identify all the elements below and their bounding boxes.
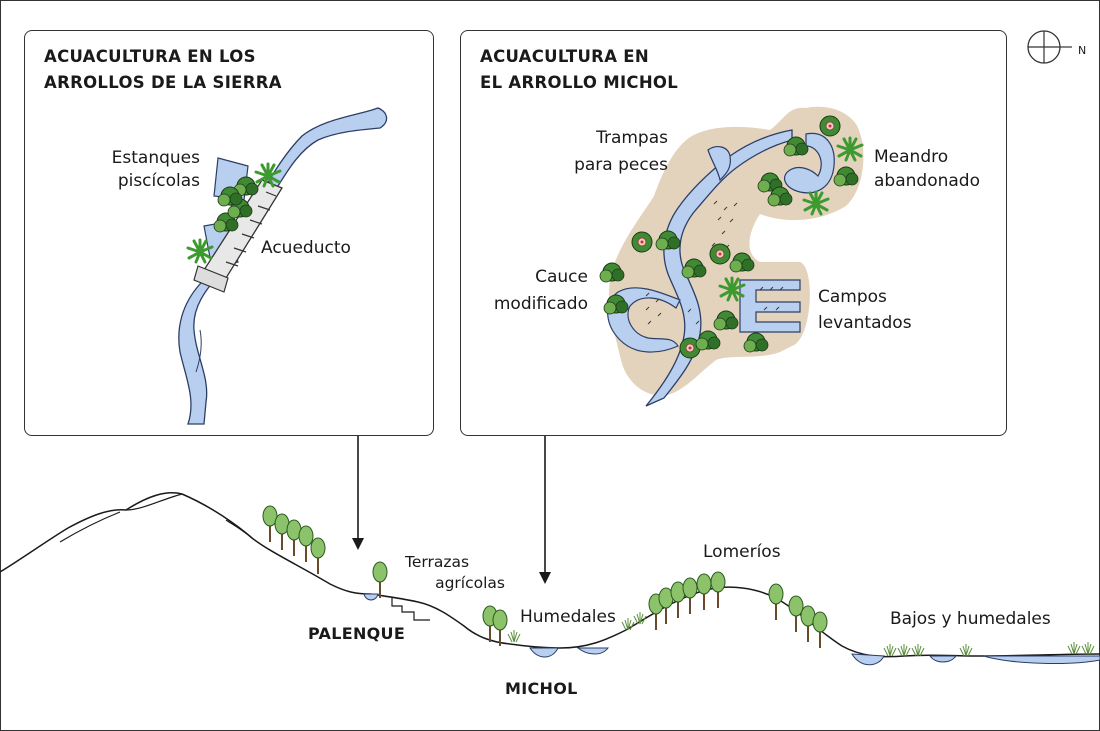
compass-north-label: N	[1078, 44, 1087, 57]
michol-title-line1: ACUACULTURA EN	[480, 47, 649, 66]
label-trampas-1: Trampas	[596, 128, 668, 148]
landscape-profile	[0, 492, 1100, 666]
label-terrazas-1: Terrazas	[405, 553, 470, 571]
label-campos-1: Campos	[818, 287, 887, 307]
label-bajos-humedales: Bajos y humedales	[890, 609, 1051, 629]
label-terrazas-2: agrícolas	[435, 574, 505, 592]
compass-icon	[1027, 30, 1072, 64]
label-meandro-1: Meandro	[874, 147, 949, 167]
label-estanques-2: piscícolas	[117, 171, 200, 191]
label-meandro-2: abandonado	[874, 171, 980, 191]
arrow-palenque	[352, 436, 364, 550]
michol-title-line2: EL ARROLLO MICHOL	[480, 73, 679, 92]
label-cauce-2: modificado	[493, 294, 588, 314]
michol-river-drawing	[599, 106, 864, 407]
label-campos-2: levantados	[818, 313, 912, 333]
place-palenque: PALENQUE	[308, 624, 406, 643]
label-cauce-1: Cauce	[535, 267, 588, 287]
label-lomerios: Lomeríos	[703, 542, 781, 562]
sierra-title-line2: ARROLLOS DE LA SIERRA	[44, 73, 282, 92]
place-michol: MICHOL	[505, 679, 578, 698]
label-humedales: Humedales	[520, 607, 616, 627]
label-acueducto: Acueducto	[261, 238, 351, 258]
label-trampas-2: para peces	[574, 155, 668, 175]
arrow-michol	[539, 436, 551, 584]
sierra-title-line1: ACUACULTURA EN LOS	[44, 47, 256, 66]
sierra-stream-drawing	[178, 107, 388, 425]
label-estanques-1: Estanques	[111, 148, 200, 168]
